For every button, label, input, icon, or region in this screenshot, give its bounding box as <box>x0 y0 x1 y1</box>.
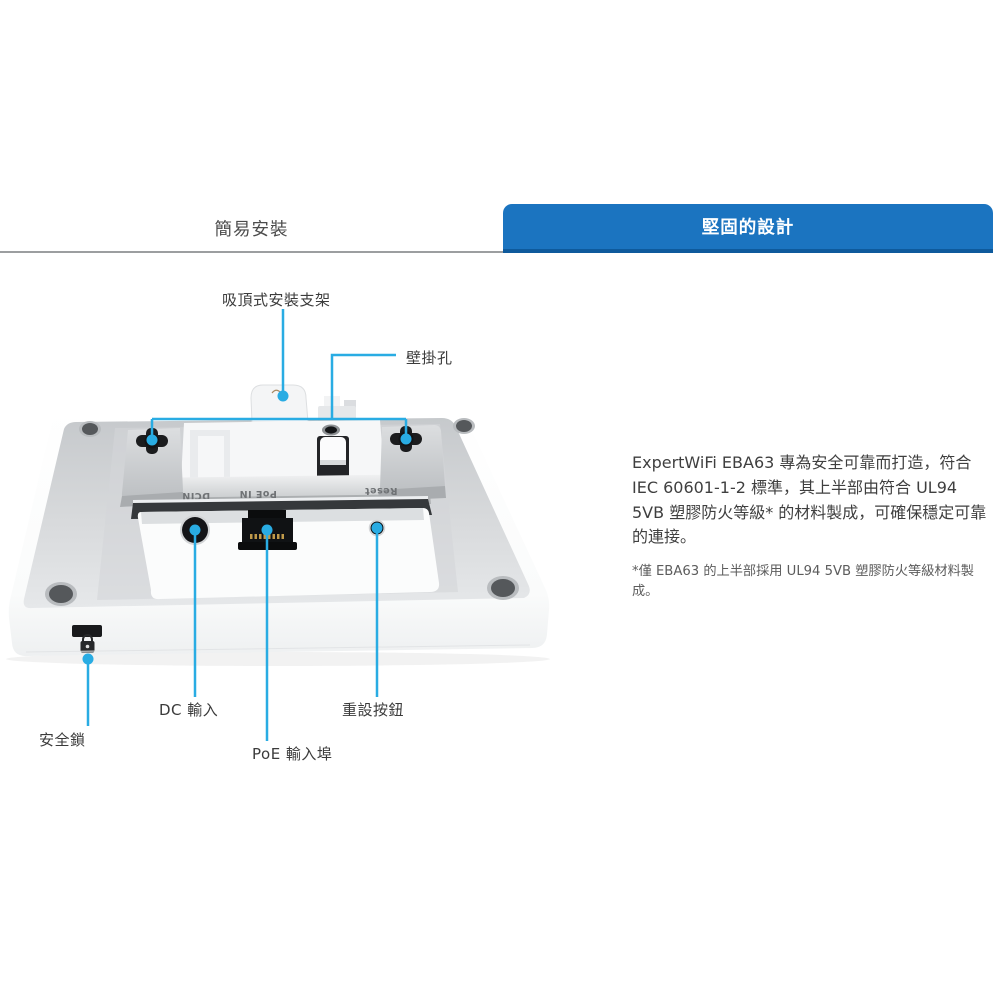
kensington-slot <box>72 625 102 637</box>
silkscreen-dcin: DCIN <box>182 490 210 501</box>
callout-reset-button: 重設按鈕 <box>342 701 405 719</box>
lock-dot <box>82 653 94 665</box>
wall-hole-line <box>150 353 408 435</box>
callout-dc-input: DC 輸入 <box>159 701 219 719</box>
port-bay <box>137 508 440 600</box>
callout-wall-mount-hole: 壁掛孔 <box>406 349 453 367</box>
tab-robust-design-label: 堅固的設計 <box>701 218 795 238</box>
ceiling-bracket-dot <box>277 390 289 402</box>
callout-poe-port: PoE 輸入埠 <box>252 745 333 763</box>
description-footnote: *僅 EBA63 的上半部採用 UL94 5VB 塑膠防火等級材料製成。 <box>632 564 974 599</box>
tab-easy-installation[interactable]: 簡易安裝 <box>0 204 503 252</box>
callout-security-lock: 安全鎖 <box>39 731 86 749</box>
silkscreen-poe: PoE IN <box>239 488 277 499</box>
callout-ceiling-bracket: 吸頂式安裝支架 <box>222 291 331 309</box>
tab-divider-line <box>0 251 503 253</box>
dc-dot <box>189 524 201 536</box>
device-shadow <box>6 652 550 666</box>
description-block: ExpertWiFi EBA63 專為安全可靠而打造，符合 IEC 60601-… <box>632 451 988 602</box>
bottom-edge-line <box>25 644 531 653</box>
plate-screw-hole <box>322 424 340 436</box>
corner-screw-holes <box>45 418 519 606</box>
reset-dot <box>371 522 383 534</box>
lock-icon <box>80 634 95 653</box>
poe-dot <box>261 524 273 536</box>
tab-robust-design[interactable]: 堅固的設計 <box>503 204 993 253</box>
bracket-clip <box>317 436 349 484</box>
description-paragraph: ExpertWiFi EBA63 專為安全可靠而打造，符合 IEC 60601-… <box>632 453 987 547</box>
device-illustration: DCIN PoE IN Reset <box>6 384 550 666</box>
wall-hole-dot-left <box>146 434 158 446</box>
callout-lines <box>82 309 412 741</box>
silkscreen-reset: Reset <box>365 485 398 496</box>
wall-hole-dot-right <box>400 433 412 445</box>
tab-hook-mark <box>271 389 281 394</box>
ceiling-bracket-tab <box>250 384 309 423</box>
tab-easy-installation-label: 簡易安裝 <box>214 219 289 240</box>
